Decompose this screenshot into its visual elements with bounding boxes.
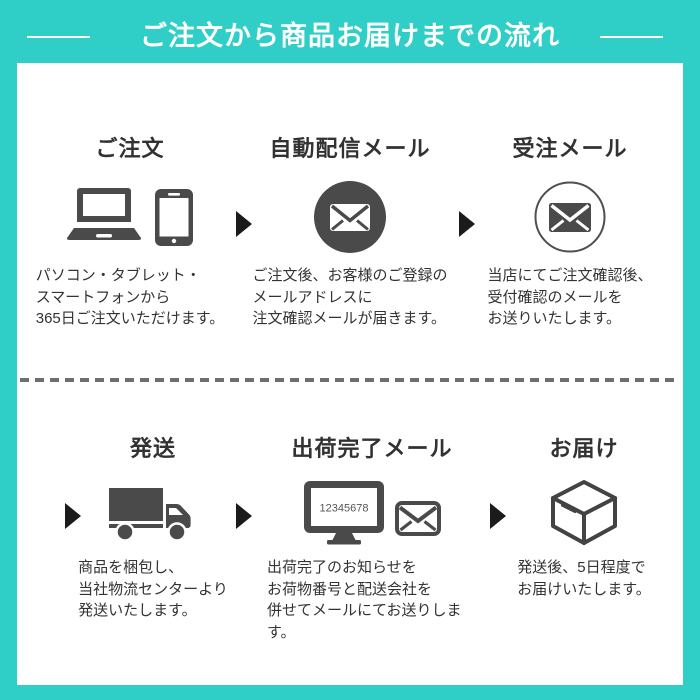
mail-filled-circle-icon <box>314 181 386 253</box>
step-delivery-description: 発送後、5日程度で お届けいたします。 <box>517 559 651 598</box>
header-decorative-line-left <box>27 36 90 38</box>
header-band: ご注文から商品お届けまでの流れ <box>0 0 700 63</box>
content-panel: ご注文 パソコン・タブレット・ スマートフォンから 365日ご注文い <box>17 63 683 685</box>
smartphone-icon <box>155 188 193 246</box>
page-title: ご注文から商品お届けまでの流れ <box>140 21 560 51</box>
step-auto-mail-title: 自動配信メール <box>269 136 431 161</box>
mail-outline-icon <box>394 500 441 536</box>
step-reception-mail: 受注メール 当店にてご注文確認後、 受付確認のメールを お送りいたします。 <box>465 131 675 330</box>
arrow-right-icon <box>236 503 252 529</box>
monitor-tracking-number-icon: 12345678 <box>303 481 384 545</box>
step-shipment-complete-mail-title: 出荷完了メール <box>291 436 453 461</box>
delivery-truck-icon <box>109 484 197 542</box>
dashed-divider <box>20 378 680 382</box>
step-auto-mail-description: ご注文後、お客様のご登録の メールアドレスに 注文確認メールが届きます。 <box>252 267 448 327</box>
step-reception-mail-title: 受注メール <box>512 136 628 161</box>
step-order-title: ご注文 <box>95 136 165 161</box>
arrow-right-icon <box>236 211 252 237</box>
package-box-icon <box>549 479 619 547</box>
header-decorative-line-right <box>600 36 663 38</box>
step-shipment-complete-mail-description: 出荷完了のお知らせを お荷物番号と配送会社を 併せてメールにてお送りします。 <box>267 559 462 641</box>
tracking-number-text: 12345678 <box>319 503 368 515</box>
step-delivery-title: お届け <box>549 436 619 461</box>
arrow-right-icon <box>490 503 506 529</box>
arrow-right-icon <box>459 211 475 237</box>
step-order-description: パソコン・タブレット・ スマートフォンから 365日ご注文いただけます。 <box>35 267 225 327</box>
arrow-right-icon <box>65 503 81 529</box>
step-shipment-complete-mail: 出荷完了メール 12345678 出荷完了のお知 <box>267 431 477 643</box>
laptop-icon <box>67 188 141 246</box>
mail-outlined-circle-icon <box>534 181 606 253</box>
step-shipping-description: 商品を梱包し、 当社物流センターより 発送いたします。 <box>78 559 228 619</box>
step-delivery: お届け 発送後、5日程度で お届けいたします。 <box>479 431 689 600</box>
step-shipping-title: 発送 <box>129 436 176 461</box>
step-auto-mail: 自動配信メール ご注文後、お客様のご登録の メールアドレスに 注文確認メールが届… <box>245 131 455 330</box>
step-order: ご注文 パソコン・タブレット・ スマートフォンから 365日ご注文い <box>25 131 235 330</box>
step-reception-mail-description: 当店にてご注文確認後、 受付確認のメールを お送りいたします。 <box>487 267 653 327</box>
step-shipping: 発送 商品を梱包し、 当社物流センターより 発送いたします。 <box>48 431 258 622</box>
